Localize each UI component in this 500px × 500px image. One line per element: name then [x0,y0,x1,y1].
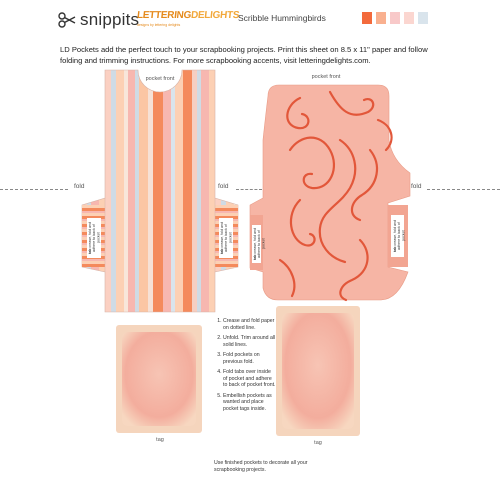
tab-desc-3: crease, fold and adhere to back of pocke… [253,228,266,258]
tab-desc-4: crease, fold and adhere to back of pocke… [393,220,406,250]
tab-label-4: tab crease, fold and adhere to back of p… [393,217,406,255]
instruction-1: Crease and fold paper on dotted line. [223,318,276,331]
color-swatches [362,12,428,24]
swatch-2 [376,12,386,24]
fold-line-right [427,189,500,190]
swatch-5 [418,12,428,24]
header: snippits LETTERINGDELIGHTS designs by le… [0,0,500,40]
pocket-front-label-left: pocket front [145,76,175,82]
swatch-4 [404,12,414,24]
fold-line-middle [236,189,262,190]
instruction-2: Unfold. Trim around all solid lines. [223,335,276,348]
brand: snippits [58,10,139,30]
tag-label-left: tag [156,437,164,443]
pocket-front-label-right: pocket front [311,74,341,80]
swatch-3 [390,12,400,24]
tab-desc-2: crease, fold and adhere to back of pocke… [220,222,233,252]
logo-tagline: designs by lettering delights [137,23,181,27]
page-title: Scribble Hummingbirds [238,13,326,23]
swirl-pocket [249,84,411,302]
tag-right [276,306,360,436]
instructions: Crease and fold paper on dotted line. Un… [214,318,276,416]
tab-label-1: tab crease, fold and adhere to back of p… [88,220,101,256]
tag-left [116,325,202,433]
fold-label-right: fold [411,183,422,190]
tab-desc-1: crease, fold and adhere to back of pocke… [88,222,101,252]
tab-label-2: tab crease, fold and adhere to back of p… [220,220,233,256]
instruction-5: Embellish pockets as wanted and place po… [223,393,276,413]
intro-text: LD Pockets add the perfect touch to your… [60,45,428,65]
striped-pocket [81,69,239,313]
instruction-3: Fold pockets on previous fold. [223,352,276,365]
fold-label-middle: fold [218,183,229,190]
fold-line-left [0,189,68,190]
tab-label-3: tab crease, fold and adhere to back of p… [253,227,266,261]
scissors-icon [58,12,76,28]
footnote: Use finished pockets to decorate all you… [214,460,308,473]
brand-name: snippits [80,10,140,29]
swatch-1 [362,12,372,24]
tag-label-right: tag [314,440,322,446]
instruction-4: Fold tabs over inside of pocket and adhe… [223,369,276,389]
fold-label-left: fold [74,183,85,190]
